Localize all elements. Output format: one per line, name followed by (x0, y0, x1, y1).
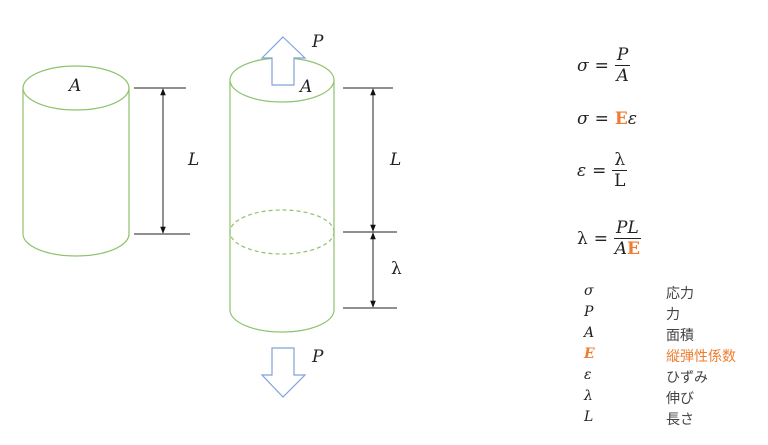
left-area-label: A (69, 76, 82, 96)
legend-symbol: A (584, 325, 595, 341)
elongation-label: λ (391, 259, 402, 279)
force-top-label: P (312, 32, 324, 52)
formula-lhs: ε (577, 160, 587, 181)
legend-meaning: 面積 (666, 328, 694, 344)
force-arrow-down-icon (260, 347, 307, 398)
denominator-area: A (614, 239, 628, 259)
legend-item: L 長さ (580, 409, 760, 430)
legend-item: A 面積 (580, 325, 760, 346)
force-arrow-up-icon (260, 36, 307, 86)
legend-symbol: L (584, 409, 594, 425)
original-length-boundary (229, 209, 335, 255)
numerator: PL (614, 218, 641, 239)
numerator: P (614, 45, 631, 66)
modulus-symbol: E (614, 109, 628, 129)
legend-meaning: 長さ (666, 412, 694, 428)
equals-sign: = (594, 55, 609, 76)
legend-symbol: σ (584, 283, 594, 299)
dimension-lines (134, 87, 397, 309)
strain-symbol: ε (627, 109, 637, 129)
legend-meaning: ひずみ (666, 370, 708, 386)
legend-meaning: 伸び (666, 391, 694, 407)
legend-item: σ 応力 (580, 283, 760, 304)
right-length-label: L (390, 150, 402, 170)
force-bottom-label: P (312, 347, 324, 367)
right-area-label: A (300, 77, 313, 97)
formula-hooke: σ = Eε (577, 109, 637, 129)
legend-meaning: 応力 (666, 286, 694, 302)
left-length-label: L (188, 150, 200, 170)
legend-meaning: 縦弾性係数 (666, 349, 736, 365)
denominator-modulus: E (627, 239, 641, 259)
legend-symbol: E (584, 346, 595, 362)
equals-sign: = (594, 109, 609, 129)
equals-sign: = (593, 228, 609, 249)
formula-lhs: σ (577, 109, 589, 129)
legend-meaning: 力 (666, 307, 680, 323)
formula-lhs: σ (577, 55, 589, 76)
legend-symbol: P (584, 304, 594, 320)
denominator: A (616, 66, 629, 86)
left-cylinder (22, 65, 130, 257)
legend-item: λ 伸び (580, 388, 760, 409)
legend-item: ε ひずみ (580, 367, 760, 388)
numerator: λ (612, 150, 628, 171)
equals-sign: = (592, 160, 607, 181)
legend-symbol: λ (584, 388, 593, 404)
denominator: L (614, 171, 626, 191)
right-cylinder (229, 57, 335, 333)
formula-lhs: λ (577, 228, 588, 249)
legend-item-highlighted: E 縦弾性係数 (580, 346, 760, 367)
legend-symbol: ε (584, 367, 592, 383)
